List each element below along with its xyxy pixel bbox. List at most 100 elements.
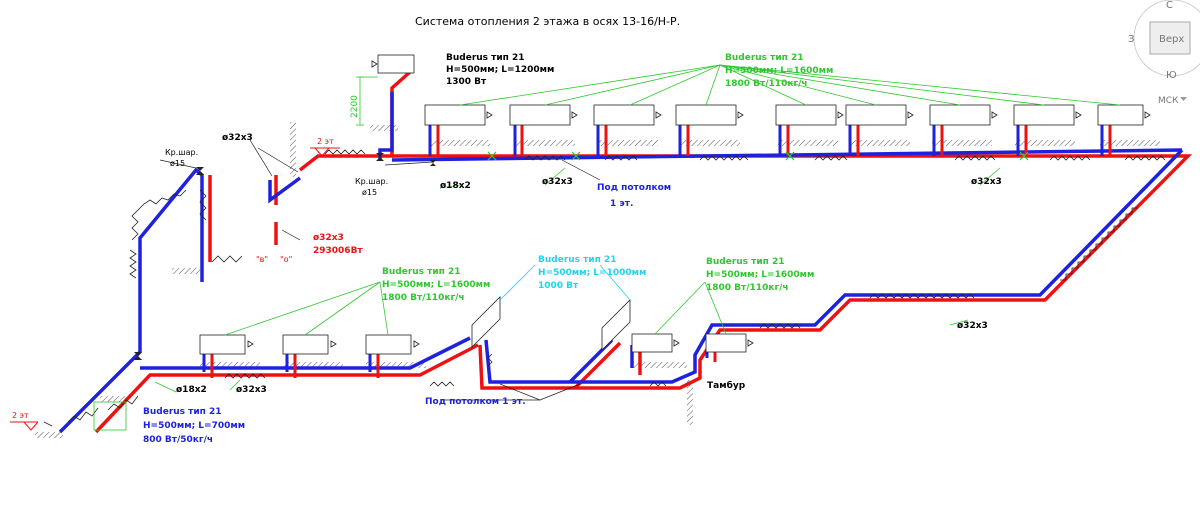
pipe-label: ø32х3: [222, 133, 253, 143]
pipe-label: ø32х3: [971, 177, 1002, 187]
power-label: 293006Вт: [313, 246, 363, 256]
radiator-valve: [330, 340, 337, 348]
pipe-label: ø32х3: [313, 233, 344, 243]
compass-north: С: [1166, 0, 1173, 11]
label-radiator-bottom-left: Buderus тип 21 H=500мм; L=1600мм 1800 Вт…: [382, 267, 490, 303]
pipe-label: ø32х3: [957, 321, 988, 331]
radiator-valve: [737, 111, 744, 119]
radiator: [93, 401, 127, 431]
radiator-valve: [655, 111, 662, 119]
label-line: H=500мм; L=700мм: [143, 421, 245, 431]
radiator: [845, 104, 907, 126]
pipe-insulation-markers: [67, 149, 1166, 423]
radiator: [365, 334, 412, 355]
radiator: [424, 104, 486, 126]
routing-note: Под потолком: [597, 183, 671, 193]
label-line: Buderus тип 21: [706, 257, 785, 267]
radiator-valve: [991, 111, 998, 119]
compass-south: Ю: [1166, 70, 1177, 81]
radiator: [601, 299, 631, 351]
label-line: H=500мм; L=1000мм: [538, 268, 646, 278]
radiator-valve: [413, 340, 420, 348]
label-line: Buderus тип 21: [143, 407, 222, 417]
valve-note: ø15: [170, 159, 185, 168]
routing-note: 1 эт.: [610, 199, 633, 209]
radiator: [509, 104, 571, 126]
viewcube-top-face: [1149, 21, 1191, 55]
radiators-top-row: [371, 54, 1151, 126]
ucs-label: МСК: [1158, 96, 1179, 106]
label-radiator-bottom-middle: Buderus тип 21 H=500мм; L=1000мм 1000 Вт: [538, 255, 646, 291]
radiator: [631, 333, 673, 353]
radiator-valve: [837, 111, 844, 119]
leader-lines-green: [154, 64, 1121, 393]
pipe-label: ø18х2: [440, 181, 471, 191]
radiator: [282, 334, 329, 355]
radiator-valve: [247, 340, 254, 348]
radiator-valve: [1144, 111, 1151, 119]
radiator-valve: [907, 111, 914, 119]
radiator: [1097, 104, 1144, 126]
label-line: H=500мм; L=1600мм: [706, 270, 814, 280]
floor-level-marks: [10, 147, 340, 431]
floor-mark: 2 эт: [12, 411, 29, 420]
supply-pipe: [94, 70, 1193, 434]
floor-mark: 2 эт: [317, 137, 334, 146]
compass-west: З: [1128, 34, 1134, 45]
viewcube-top-label: Верх: [1159, 34, 1184, 45]
room-label: Тамбур: [707, 380, 746, 391]
radiator: [199, 334, 246, 355]
label-line: 1800 Вт/110кг/ч: [706, 283, 789, 293]
label-line: 1800 Вт/110кг/ч: [725, 79, 808, 89]
label-radiator-top-right: Buderus тип 21 H=500мм; L=1600мм 1800 Вт…: [725, 53, 833, 89]
radiator: [705, 333, 747, 353]
ball-valve-icon: [134, 352, 142, 360]
valve-note: ø15: [362, 188, 377, 197]
valve-note: Кр.шар.: [165, 148, 198, 157]
ball-valve-icon: [430, 160, 436, 166]
height-dimension: 2200: [350, 95, 360, 118]
radiator-valve: [486, 111, 493, 119]
viewcube-widget[interactable]: С З Ю Верх МСК: [1128, 0, 1200, 106]
pipe-label: ø32х3: [542, 177, 573, 187]
radiator: [929, 104, 991, 126]
drawing-title: Система отопления 2 этажа в осях 13-16/Н…: [415, 15, 680, 28]
leader-lines-black: [43, 139, 601, 427]
routing-note: Под потолком 1 эт.: [425, 397, 526, 407]
radiator-valve: [1075, 111, 1082, 119]
label-radiator-entry: Buderus тип 21 H=500мм; L=700мм 800 Вт/5…: [143, 407, 245, 445]
label-radiator-bottom-right: Buderus тип 21 H=500мм; L=1600мм 1800 Вт…: [706, 257, 814, 293]
ball-valve-icon: [376, 153, 384, 161]
pipe-label: ø32х3: [236, 385, 267, 395]
label-line: 1000 Вт: [538, 281, 579, 291]
chevron-down-icon: [1180, 97, 1187, 101]
return-mark: "о": [280, 255, 292, 264]
label-line: 800 Вт/50кг/ч: [143, 435, 213, 445]
supply-mark: "в": [256, 255, 268, 264]
radiator-valve: [747, 339, 754, 347]
radiator-valve: [371, 60, 378, 68]
valve-note: Кр.шар.: [355, 177, 388, 186]
radiator: [1013, 104, 1075, 126]
label-line: H=500мм; L=1600мм: [725, 66, 833, 76]
tee-markers: [487, 151, 1029, 161]
radiator-valve: [673, 339, 680, 347]
radiator: [377, 54, 415, 74]
radiator: [775, 104, 837, 126]
label-line: H=500мм; L=1200мм: [446, 65, 554, 75]
radiator: [471, 296, 501, 348]
label-line: Buderus тип 21: [538, 255, 617, 265]
ball-valves: [134, 153, 436, 360]
label-line: Buderus тип 21: [382, 267, 461, 277]
label-line: Buderus тип 21: [725, 53, 804, 63]
radiator: [593, 104, 655, 126]
radiator-valve: [571, 111, 578, 119]
ucs-menu[interactable]: МСК: [1158, 96, 1187, 106]
radiator-risers: [202, 125, 1112, 378]
ball-valve-icon: [196, 167, 204, 175]
leader-lines-cyan: [499, 264, 631, 301]
pipe-label: ø18х2: [176, 385, 207, 395]
compass-ring: [1133, 0, 1200, 77]
floor-hatching: [35, 122, 1160, 438]
